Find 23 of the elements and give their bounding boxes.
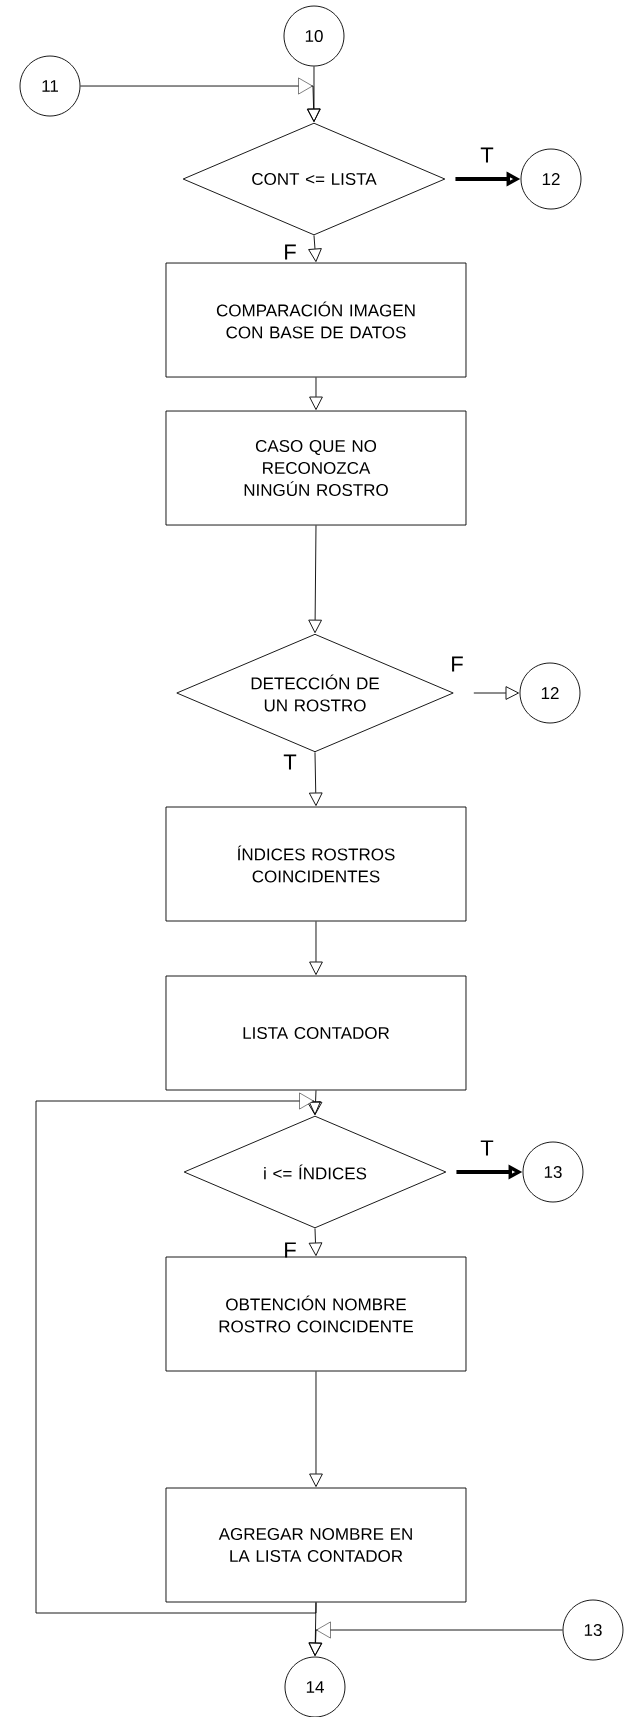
- arrow: [35, 1092, 321, 1614]
- arrow: [473, 686, 519, 700]
- process-box: CASO QUE NO RECONOZCA NINGÚN ROSTRO: [165, 410, 467, 526]
- arrow: [309, 1371, 323, 1487]
- arrow: [308, 235, 322, 262]
- process-box: LISTA CONTADOR: [165, 975, 467, 1091]
- edge-label: T: [480, 147, 494, 163]
- edge-label: F: [285, 244, 296, 260]
- arrow: [309, 377, 323, 410]
- arrow: [308, 1090, 323, 1115]
- edge-label: F: [452, 656, 463, 672]
- arrow: [308, 751, 323, 806]
- arrow: [308, 1621, 563, 1656]
- process-box: COMPARACIÓN IMAGEN CON BASE DE DATOS: [165, 262, 467, 378]
- edge-label: T: [480, 1140, 494, 1156]
- process-box: AGREGAR NOMBRE EN LA LISTA CONTADOR: [165, 1487, 467, 1603]
- edge-label: F: [285, 1242, 296, 1258]
- arrow: [308, 1228, 323, 1256]
- edge-label: T: [283, 754, 297, 770]
- arrow: [80, 77, 321, 122]
- process-box: ÍNDICES ROSTROS COINCIDENTES: [165, 806, 467, 922]
- arrow: [309, 921, 323, 975]
- arrow: [308, 525, 322, 634]
